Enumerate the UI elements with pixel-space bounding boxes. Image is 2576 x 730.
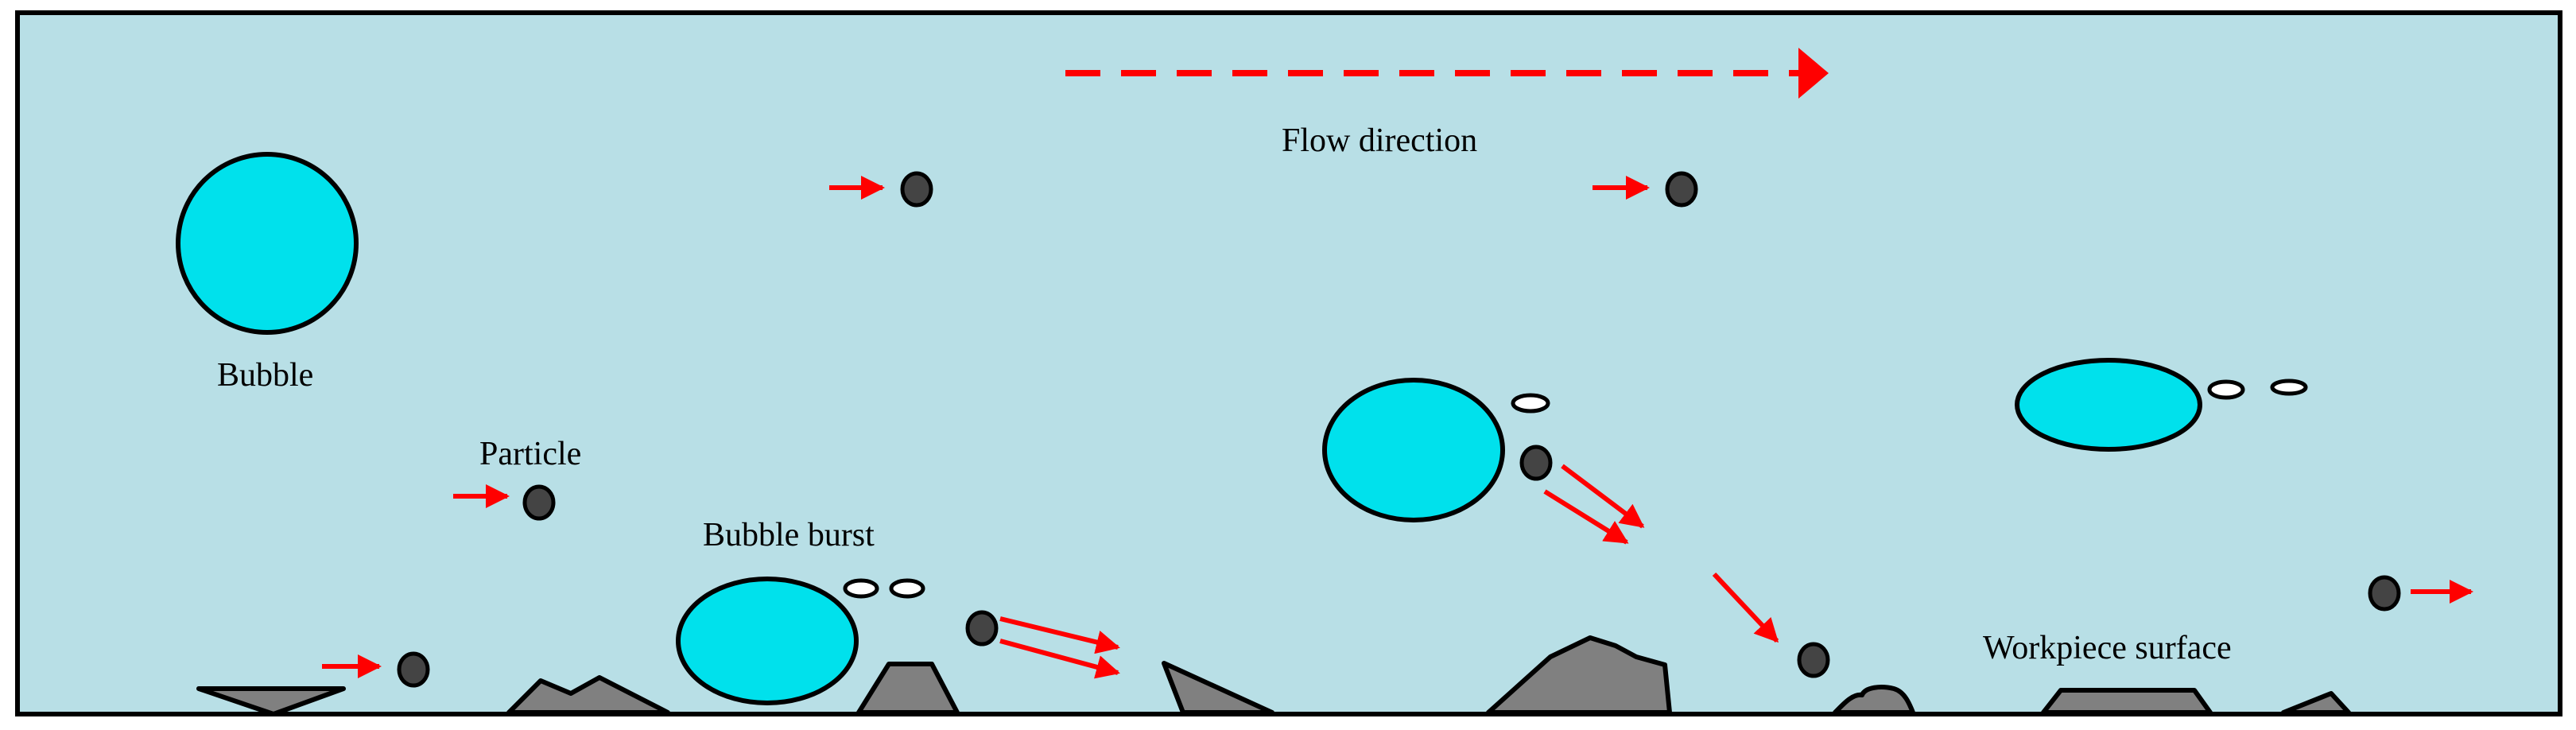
- surface-debris: [196, 686, 346, 716]
- frame-border: [15, 10, 2562, 716]
- particle-label: Particle: [479, 436, 581, 472]
- bubble: [176, 152, 359, 335]
- motion-arrow: [1543, 489, 1629, 545]
- bursting-bubble-center: [1322, 378, 1505, 522]
- burst-fragment: [843, 578, 879, 599]
- motion-arrow: [1712, 572, 1779, 643]
- bubble-label: Bubble: [217, 357, 313, 394]
- particle: [1519, 445, 1553, 481]
- particle: [2368, 575, 2401, 612]
- particle: [900, 171, 933, 208]
- bursting-bubble-bottom: [676, 577, 859, 705]
- particle: [397, 651, 430, 688]
- burst-fragment: [889, 578, 925, 599]
- workpiece-surface-label: Workpiece surface: [1983, 630, 2232, 666]
- surface-debris: [1833, 685, 1915, 715]
- particle: [965, 610, 999, 647]
- burst-fragment: [2207, 379, 2245, 400]
- motion-arrow: [1561, 464, 1645, 529]
- particle: [522, 484, 556, 521]
- flow-direction-arrow: [1065, 48, 1829, 99]
- workpiece-surface: [196, 635, 2351, 716]
- surface-debris: [1486, 635, 1672, 715]
- particle-motion-arrows: [322, 176, 2473, 679]
- bubble-burst-label: Bubble burst: [703, 517, 875, 553]
- particle: [1797, 642, 1830, 678]
- particle: [1665, 171, 1698, 208]
- fluid-region: [15, 10, 2562, 716]
- motion-arrow: [999, 616, 1120, 654]
- flow-direction-label: Flow direction: [1282, 122, 1477, 159]
- motion-arrow: [999, 639, 1120, 679]
- burst-fragment: [1511, 393, 1550, 414]
- burst-fragment: [2270, 379, 2308, 396]
- surface-debris: [2041, 688, 2213, 715]
- bursting-bubble-right: [2015, 358, 2202, 452]
